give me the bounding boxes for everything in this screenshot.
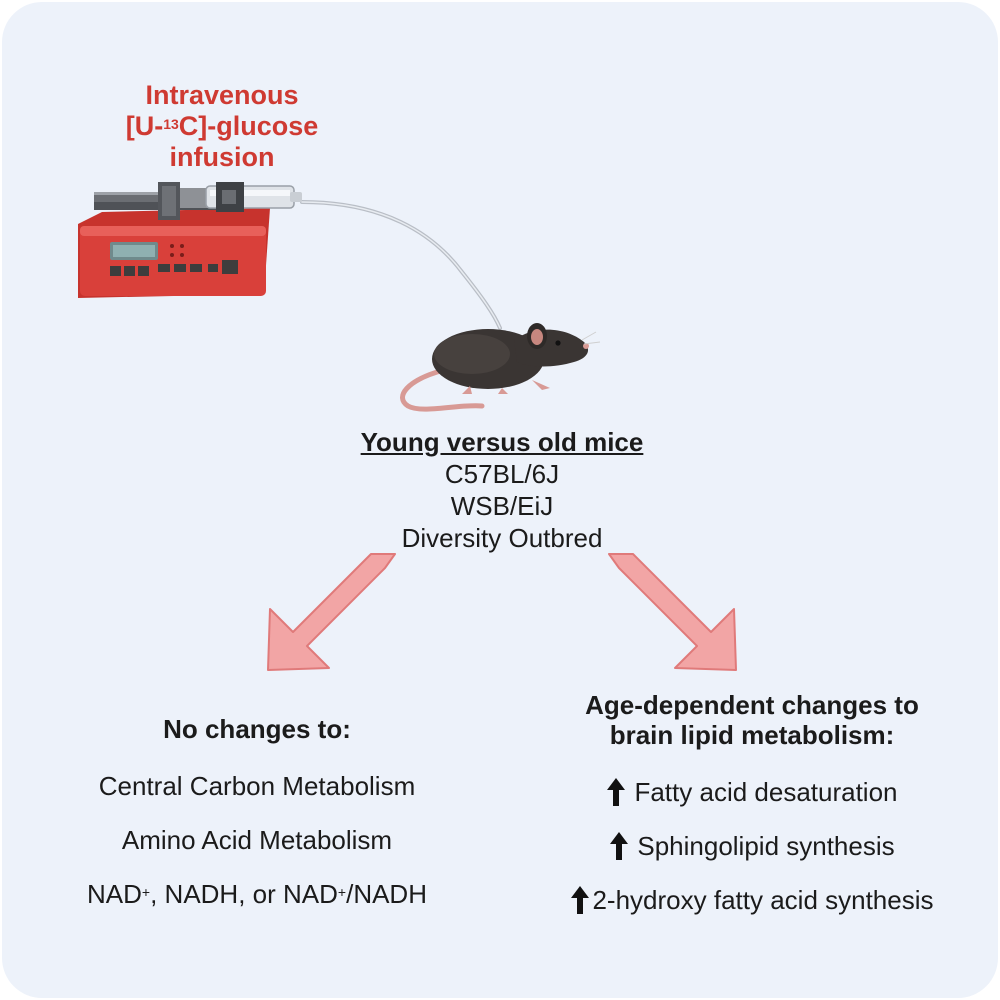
nad-superscript: + bbox=[141, 884, 151, 900]
nad-text: /NADH bbox=[346, 879, 427, 909]
list-item: Amino Acid Metabolism bbox=[121, 825, 393, 855]
list-item-nad: NAD+, NADH, or NAD+/NADH bbox=[32, 878, 482, 910]
age-changes-block: Age-dependent changes to brain lipid met… bbox=[522, 690, 982, 916]
list-item: Sphingolipid synthesis bbox=[522, 830, 982, 862]
right-arrow-icon bbox=[608, 553, 737, 671]
nad-superscript: + bbox=[337, 884, 347, 900]
no-changes-heading: No changes to: bbox=[163, 714, 351, 744]
mice-block: Young versus old mice C57BL/6J WSB/EiJ D… bbox=[302, 426, 702, 554]
up-arrow-icon bbox=[571, 886, 590, 914]
infusion-line2-post: C]-glucose bbox=[178, 111, 319, 141]
strain-item: WSB/EiJ bbox=[450, 491, 554, 521]
infusion-line2-pre: [U- bbox=[125, 111, 164, 141]
strain-item: Diversity Outbred bbox=[401, 523, 603, 553]
infusion-line2: [U-13C]-glucose bbox=[92, 111, 352, 142]
left-arrow-icon bbox=[267, 553, 396, 671]
syringe-pump-icon bbox=[78, 182, 302, 298]
isotope-superscript: 13 bbox=[163, 116, 179, 132]
strain-item: C57BL/6J bbox=[444, 459, 560, 489]
list-item-label: Fatty acid desaturation bbox=[634, 777, 898, 807]
infusion-title: Intravenous [U-13C]-glucose infusion bbox=[92, 80, 352, 173]
nad-text: , NADH, or NAD bbox=[150, 879, 338, 909]
infusion-line1: Intravenous bbox=[145, 80, 299, 110]
age-changes-heading-line2: brain lipid metabolism: bbox=[609, 720, 895, 750]
list-item: Fatty acid desaturation bbox=[522, 776, 982, 808]
no-changes-block: No changes to: Central Carbon Metabolism… bbox=[32, 714, 482, 910]
up-arrow-icon bbox=[607, 778, 626, 806]
up-arrow-icon bbox=[610, 832, 629, 860]
age-changes-heading-line1: Age-dependent changes to bbox=[585, 690, 919, 720]
list-item-label: Sphingolipid synthesis bbox=[637, 831, 895, 861]
list-item: 2-hydroxy fatty acid synthesis bbox=[522, 884, 982, 916]
list-item-label: 2-hydroxy fatty acid synthesis bbox=[592, 885, 934, 915]
mouse-icon bbox=[400, 323, 601, 412]
infusion-line3: infusion bbox=[169, 142, 275, 172]
list-item: Central Carbon Metabolism bbox=[98, 771, 416, 801]
nad-text: NAD bbox=[87, 879, 142, 909]
mice-heading: Young versus old mice bbox=[360, 427, 644, 457]
infusion-tube bbox=[300, 200, 502, 330]
